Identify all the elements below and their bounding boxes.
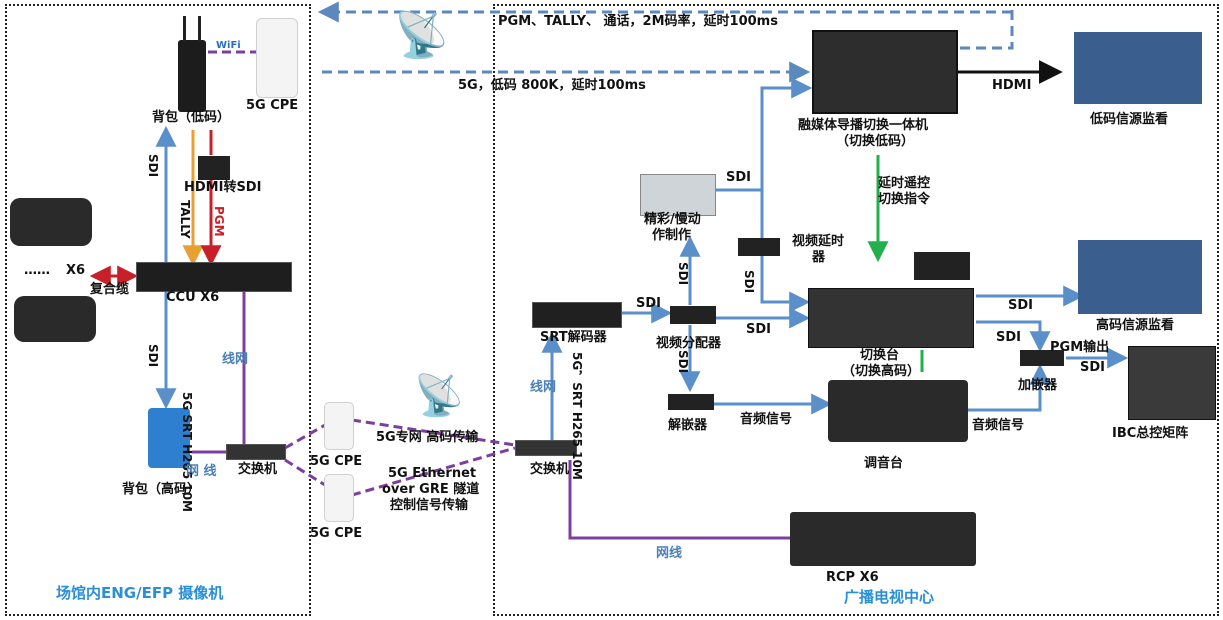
- replay-device: [640, 174, 716, 216]
- srt-right-label: 5G，SRT H265 10M: [570, 352, 584, 480]
- hdmi-sdi-label: HDMI转SDI: [184, 180, 262, 195]
- tally-label: TALLY: [178, 200, 192, 239]
- high-monitor-screen: [1078, 240, 1202, 314]
- replay-label-2: 作制作: [652, 228, 692, 243]
- antenna: [183, 16, 186, 42]
- ibc-matrix-device: [1128, 346, 1216, 420]
- low-monitor-screen: [1074, 32, 1202, 104]
- top-dashed-label: PGM、TALLY、 通话，2M码率，延时100ms: [498, 14, 778, 29]
- srt-decoder-device: [532, 302, 622, 328]
- sdi-deemb-label: SDI: [676, 350, 690, 374]
- switcher-panel: [914, 252, 970, 280]
- switch-left-label: 交换机: [238, 462, 278, 477]
- integrated-device: [812, 30, 958, 114]
- cpe-top-device: [256, 18, 298, 98]
- cpe-low-label: 5G CPE: [310, 526, 363, 541]
- integrated-label-1: 融媒体导播切换一体机: [798, 118, 929, 133]
- venue-zone-label: 场馆内ENG/EFP 摄像机: [56, 584, 224, 602]
- integrated-label-2: （切换低码）: [836, 134, 915, 149]
- sdi-left-label: SDI: [146, 154, 160, 178]
- camera-1: [10, 198, 92, 246]
- mixer-label: 调音台: [864, 456, 904, 471]
- x6-label: X6: [66, 263, 86, 278]
- pgm-out-label: PGM输出: [1050, 340, 1110, 355]
- deembedder-device: [668, 394, 714, 410]
- rcp-label: RCP X6: [826, 570, 879, 585]
- 5g-private-label: 5G专网 高码传输: [376, 430, 479, 445]
- wire-net-right-label: 线网: [530, 380, 557, 395]
- sdi-srt-label: SDI: [636, 296, 661, 311]
- switcher-label-1: 切换台: [860, 348, 900, 363]
- audio-signal-right: 音频信号: [972, 418, 1025, 433]
- hdmi-label: HDMI: [992, 78, 1032, 93]
- backpack-high-label: 背包（高码）: [122, 482, 201, 497]
- mixer-device: [828, 380, 968, 442]
- gre-line1: 5G Ethernet: [388, 466, 477, 481]
- dots-label: ……: [24, 263, 50, 278]
- remote-ctrl-label-1: 延时遥控: [878, 176, 931, 191]
- backpack-high-device: [148, 408, 190, 468]
- video-delay-label-1: 视频延时: [792, 234, 845, 249]
- remote-ctrl-label-2: 切换指令: [878, 192, 931, 207]
- embedder-label: 加嵌器: [1018, 378, 1058, 393]
- antenna: [198, 16, 201, 42]
- sdi-delay-label: SDI: [742, 270, 756, 294]
- gre-line3: 控制信号传输: [390, 498, 469, 513]
- video-dist-device: [670, 306, 716, 324]
- wifi-label: WiFi: [216, 40, 241, 51]
- pgm-label: PGM: [212, 206, 226, 237]
- sdi-dist-label: SDI: [746, 322, 771, 337]
- switcher-label-2: （切换高码）: [842, 364, 921, 379]
- hdmi-sdi-converter: [198, 156, 230, 180]
- cpe-mid-label: 5G CPE: [310, 454, 363, 469]
- srt-left-label: 5G SRT H265 10M: [180, 392, 194, 512]
- embedder-device: [1020, 350, 1064, 366]
- rcp-devices: [790, 512, 976, 566]
- tower-top-icon: 📡: [394, 10, 449, 61]
- replay-label-1: 精彩/慢动: [644, 212, 701, 227]
- wire-net-spaced-label: 网 线: [186, 464, 217, 479]
- video-delay-label-2: 器: [812, 250, 826, 265]
- sdi-top-label: SDI: [726, 170, 751, 185]
- camera-2: [14, 296, 96, 342]
- sdi-ibc-label: SDI: [1080, 360, 1105, 375]
- wire-net-label: 线网: [222, 352, 249, 367]
- sdi-embedder-label: SDI: [996, 330, 1021, 345]
- center-zone: [493, 4, 1219, 616]
- srt-decoder-label: SRT解码器: [540, 330, 607, 345]
- switcher-device: [808, 288, 974, 348]
- middle-dashed-label: 5G，低码 800K，延时100ms: [458, 78, 646, 93]
- cpe-top-label: 5G CPE: [246, 98, 299, 113]
- high-monitor-label: 高码信源监看: [1096, 318, 1175, 333]
- tower-mid-icon: 📡: [414, 373, 464, 419]
- deembedder-label: 解嵌器: [668, 418, 708, 433]
- center-zone-label: 广播电视中心: [844, 588, 935, 606]
- cpe-low-device: [324, 474, 354, 522]
- ibc-matrix-label: IBC总控矩阵: [1112, 426, 1189, 441]
- venue-zone: [5, 4, 311, 616]
- audio-signal-left: 音频信号: [740, 412, 793, 427]
- sdi-ccu-label: SDI: [146, 344, 160, 368]
- video-delay-device: [738, 238, 780, 256]
- sdi-monitor-label: SDI: [1008, 298, 1033, 313]
- composite-label: 复合缆: [90, 282, 130, 297]
- cpe-mid-device: [324, 402, 354, 450]
- ccu-label: CCU X6: [166, 290, 220, 305]
- backpack-low-device: [178, 40, 206, 112]
- ccu-rack: [136, 262, 292, 292]
- switch-left-device: [226, 444, 286, 460]
- backpack-low-label: 背包（低码）: [152, 110, 231, 125]
- switch-right-label: 交换机: [530, 462, 570, 477]
- sdi-replay-label: SDI: [676, 262, 690, 286]
- switch-right-device: [515, 440, 577, 456]
- low-monitor-label: 低码信源监看: [1090, 112, 1169, 127]
- video-dist-label: 视频分配器: [656, 336, 722, 351]
- wire-net-bottom-label: 网线: [656, 546, 683, 561]
- gre-line2: over GRE 隧道: [382, 482, 480, 497]
